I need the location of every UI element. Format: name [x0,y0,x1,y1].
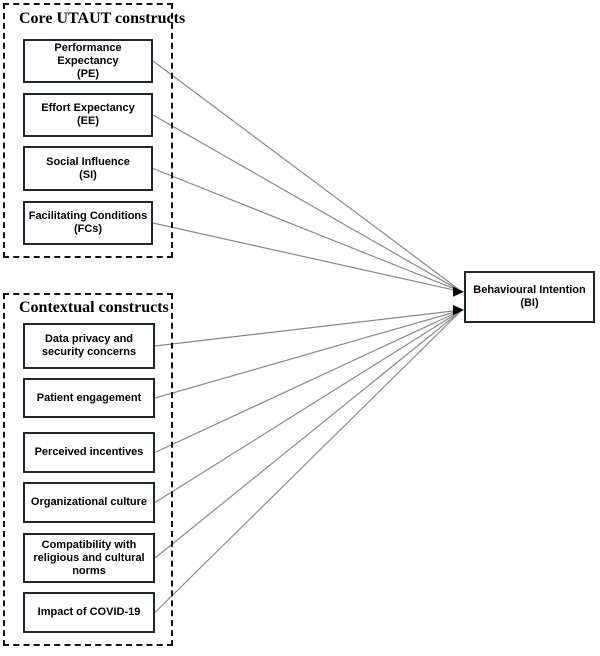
edge-pe-to-bi [152,60,463,293]
construct-behavioural-intention: Behavioural Intention (BI) [464,271,595,323]
construct-abbreviation: (BI) [520,297,539,309]
construct-label: Organizational culture [30,496,148,508]
edge-pen-to-bi [154,309,463,399]
arrowhead-icon [453,286,464,297]
construct-performance-expectancy: Performance Expectancy (PE) [23,39,153,83]
construct-label: Compatibility with religious and cultura… [33,538,145,577]
construct-abbreviation: (EE) [77,115,99,127]
construct-patient-engagement: Patient engagement [23,378,155,418]
edge-ee-to-bi [152,114,463,293]
construct-compatibility-religious-cultural-norms: Compatibility with religious and cultura… [23,533,155,583]
edge-ic-to-bi [154,309,463,613]
arrowhead-icon [453,305,464,315]
construct-label: Behavioural Intention [473,284,586,296]
construct-label: Facilitating Conditions [28,210,148,222]
edge-oc-to-bi [154,309,463,504]
construct-effort-expectancy: Effort Expectancy (EE) [23,93,153,137]
construct-impact-of-covid-19: Impact of COVID-19 [23,592,155,633]
edge-cr-to-bi [154,309,463,559]
contextual-group-frame [3,293,173,646]
core-utaut-group-title: Core UTAUT constructs [19,10,186,27]
construct-abbreviation: (SI) [79,168,97,181]
edge-pi-to-bi [154,309,463,454]
edge-si-to-bi [152,167,463,293]
construct-abbreviation: (FCs) [73,223,103,235]
contextual-group-title: Contextual constructs [19,299,169,316]
construct-organizational-culture: Organizational culture [23,482,155,523]
construct-label: Social Influence [46,155,130,168]
construct-social-influence: Social Influence (SI) [23,146,153,191]
construct-perceived-incentives: Perceived incentives [23,432,155,473]
construct-label: Performance Expectancy [54,41,122,67]
edge-fc-to-bi [152,222,463,293]
edge-dp-to-bi [154,309,463,347]
construct-label: Data privacy and security concerns [41,333,137,358]
construct-label: Perceived incentives [34,446,144,458]
construct-label: Patient engagement [36,391,142,404]
construct-data-privacy-security-concerns: Data privacy and security concerns [23,323,155,369]
construct-abbreviation: (PE) [77,67,99,80]
core-utaut-group-frame [3,3,173,258]
construct-label: Effort Expectancy [41,102,135,114]
construct-facilitating-conditions: Facilitating Conditions (FCs) [23,201,153,245]
construct-label: Impact of COVID-19 [37,606,141,618]
